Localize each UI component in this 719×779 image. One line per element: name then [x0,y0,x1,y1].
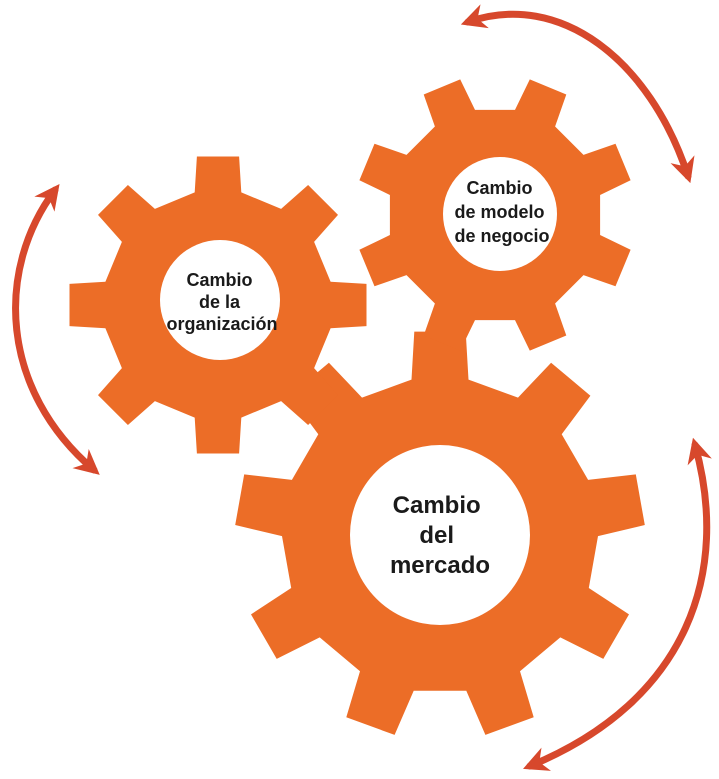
svg-text:Cambio de la o: Cambio de la organización [166,270,277,334]
gear-business-model-label-line1: Cambio [466,178,532,198]
arrow-top-right [460,4,695,184]
gear-business-model: Cambio de modelo de negocio [359,79,631,351]
gear-market-label-line1: Cambio [393,492,481,519]
svg-text:Cambio del mer: Cambio del mercado [390,492,490,579]
gear-market-label-line2: del [419,522,454,549]
gear-market-label-line3: mercado [390,552,490,579]
gear-organization: Cambio de la organización [69,156,367,454]
gear-organization-label-line3: organización [166,314,277,334]
gear-business-model-label-line3: de negocio [454,226,549,246]
gear-business-model-hub [443,157,557,271]
gear-business-model-label-line2: de modelo [454,202,544,222]
arrow-bottom-right [523,437,712,771]
gear-organization-label-line2: de la [199,292,241,312]
arrow-left [12,183,100,475]
gear-organization-hub [160,240,280,360]
gear-market: Cambio del mercado [235,331,645,735]
svg-text:Cambio de modelo: Cambio de modelo de negocio [454,178,549,246]
gear-market-hub [350,445,530,625]
gear-organization-label-line1: Cambio [186,270,252,290]
